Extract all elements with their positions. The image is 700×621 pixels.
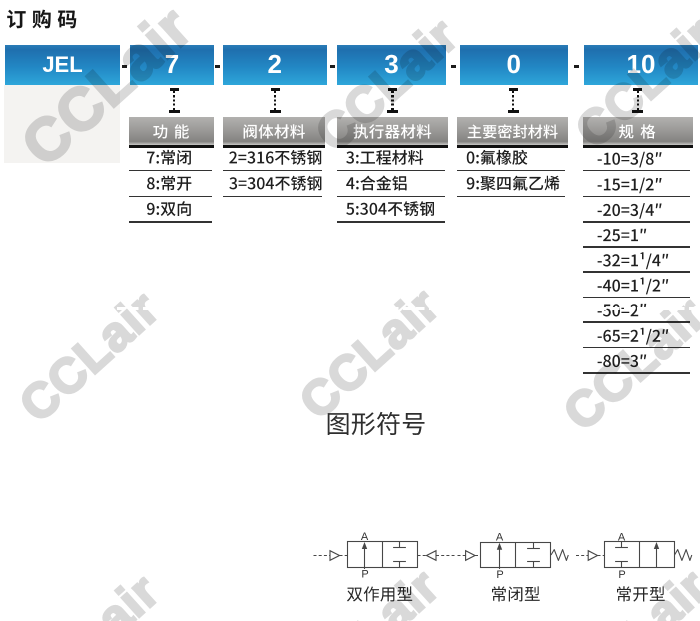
svg-text:P: P: [496, 569, 503, 581]
svg-text:A: A: [618, 532, 626, 544]
svg-text:A: A: [496, 532, 504, 544]
svg-text:P: P: [618, 569, 625, 581]
svg-text:A: A: [361, 531, 369, 543]
svg-text:P: P: [361, 569, 368, 581]
